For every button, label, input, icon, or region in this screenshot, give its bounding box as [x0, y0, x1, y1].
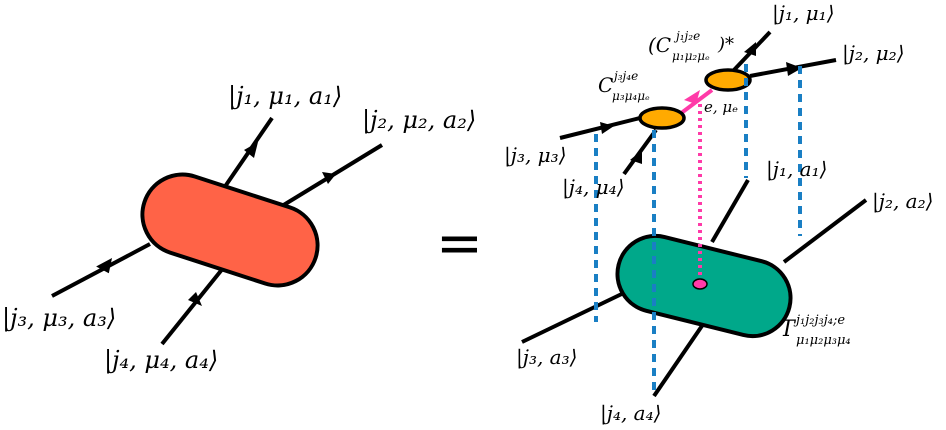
cg-upper-main: (C — [648, 33, 671, 57]
left-label-j1: |j₁, μ₁, a₁⟩ — [228, 82, 342, 111]
upper-arrow-j2 — [786, 62, 802, 76]
label-j1-a1: |j₁, a₁⟩ — [766, 157, 827, 182]
cg-lower-main: C — [598, 73, 613, 97]
tensor-label-sub: μ₁μ₂μ₃μ₄ — [796, 333, 851, 348]
tensor-label: T j₁j₂j₃j₄;e μ₁μ₂μ₃μ₄ — [780, 313, 851, 348]
left-label-j3: |j₃, μ₃, a₃⟩ — [2, 304, 116, 333]
label-j2-mu2: |j₂, μ₂⟩ — [842, 41, 905, 66]
upper-leg-j3 — [559, 116, 641, 140]
tensor-label-sup: j₁j₂j₃j₄;e — [793, 313, 845, 328]
left-arrow-j2 — [322, 172, 336, 184]
left-tensor — [140, 172, 320, 288]
left-arrow-j1 — [244, 142, 258, 158]
tensor-label-main: T — [780, 317, 797, 342]
cg-upper-sub: μ₁μ₂μₑ — [672, 49, 710, 63]
cg-node-upper — [704, 68, 752, 92]
lower-leg-j4 — [652, 318, 708, 398]
label-j3-a3: |j₃, a₃⟩ — [516, 345, 577, 370]
left-label-j4: |j₄, μ₄, a₄⟩ — [104, 346, 218, 375]
cg-node-lower — [638, 106, 686, 130]
cg-link-arrow — [684, 90, 700, 104]
lower-leg-j3 — [521, 288, 631, 344]
label-e-mu: e, μₑ — [704, 98, 738, 116]
label-j2-a2: |j₂, a₂⟩ — [872, 189, 933, 214]
upper-arrow-j4 — [630, 150, 642, 164]
equals-sign: = — [436, 211, 483, 276]
lower-leg-j1 — [710, 178, 750, 244]
cg-upper-sup: j₁j₂e — [673, 29, 700, 43]
cg-upper-tail: )* — [717, 34, 734, 55]
cg-lower-sub: μ₃μ₄μₑ — [612, 89, 650, 103]
cg-lower-sup: j₃j₄e — [611, 69, 638, 83]
upper-arrow-j1 — [744, 42, 756, 56]
label-j4-a4: |j₄, a₄⟩ — [600, 401, 661, 426]
upper-arrow-j3 — [600, 122, 614, 134]
left-label-j2: |j₂, μ₂, a₂⟩ — [362, 106, 476, 135]
right-diagram: |j₁, μ₁⟩ |j₂, μ₂⟩ |j₃, μ₃⟩ |j₄, μ₄⟩ e, μ… — [504, 1, 933, 426]
label-j1-mu1: |j₁, μ₁⟩ — [772, 1, 835, 26]
lower-leg-j2 — [782, 198, 868, 264]
left-arrow-j4 — [188, 292, 202, 306]
left-diagram: |j₁, μ₁, a₁⟩ |j₂, μ₂, a₂⟩ |j₃, μ₃, a₃⟩ |… — [2, 82, 476, 375]
left-arrow-j3 — [96, 258, 113, 274]
left-leg-j3 — [51, 242, 151, 298]
pink-projection-dot — [692, 278, 708, 290]
cg-label-lower: C j₃j₄e μ₃μ₄μₑ — [598, 69, 650, 103]
cg-label-upper: (C j₁j₂e μ₁μ₂μₑ )* — [648, 29, 734, 63]
label-j4-mu4: |j₄, μ₄⟩ — [562, 175, 625, 200]
label-j3-mu3: |j₃, μ₃⟩ — [504, 143, 567, 168]
